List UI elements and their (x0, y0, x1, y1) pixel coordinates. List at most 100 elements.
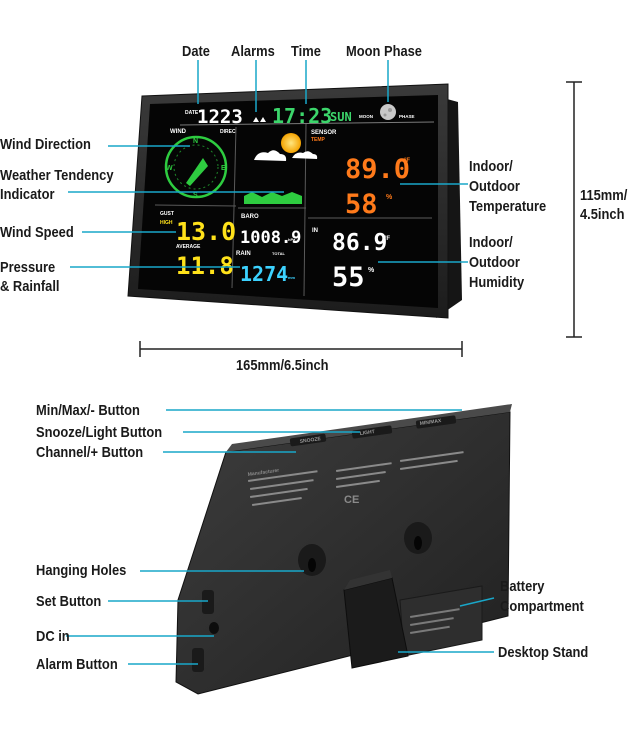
rear-text-line (399, 459, 458, 470)
indoor-temp-readout: 86.9 (332, 230, 387, 256)
gust-readout: 13.0 (176, 217, 236, 246)
battery-label-line (409, 608, 460, 618)
front-leader-lines (68, 60, 468, 268)
time-readout: 17:23 (272, 104, 332, 128)
label-set-button: Set Button (36, 593, 102, 610)
day-readout: SUN (330, 110, 352, 124)
moon-crater (383, 113, 387, 117)
indoor-temp-unit: °F (384, 236, 390, 242)
label-wind-direction: Wind Direction (0, 136, 91, 153)
battery-label-line (409, 625, 450, 634)
gust-tag: GUST (160, 211, 174, 217)
label-width: 165mm/6.5inch (236, 357, 329, 374)
label-temperature-line3: Temperature (469, 198, 547, 215)
min-max-button[interactable] (415, 415, 457, 429)
channel-button[interactable] (289, 433, 327, 447)
dc-in-port[interactable] (209, 622, 219, 634)
manufacturer-label: Manufacturer (247, 468, 279, 478)
hanging-hole-slot (308, 558, 316, 572)
high-tag: HIGH (160, 220, 173, 226)
label-snooze-light-button: Snooze/Light Button (36, 424, 163, 441)
outdoor-temp-readout: 89.0 (345, 154, 410, 185)
rear-text-line (336, 479, 380, 488)
back-device: SNOOZE LIGHT MIN/MAX Manufacturer CE (175, 404, 512, 695)
label-alarms: Alarms (231, 43, 275, 60)
label-pressure-line1: Pressure (0, 259, 56, 276)
rear-text-line (249, 479, 314, 490)
rain-readout: 1274 (240, 262, 288, 286)
label-weather-tendency-line2: Indicator (0, 186, 55, 203)
screen-divider (231, 126, 237, 289)
label-battery-line1: Battery (500, 578, 545, 595)
label-time: Time (291, 43, 321, 60)
baro-tag: BARO (241, 214, 259, 220)
label-moon-phase: Moon Phase (346, 43, 422, 60)
moon-crater (388, 108, 392, 112)
label-temperature-line1: Indoor/ (469, 158, 513, 175)
hpa-tag: hPa (288, 237, 296, 242)
desktop-stand-hinge (344, 570, 392, 590)
direction-tag: DIREC (220, 129, 236, 135)
screen-divider (154, 204, 237, 207)
phase-tag: PHASE (399, 114, 415, 119)
alarm-bell-icon (260, 117, 266, 122)
total-tag: TOTAL (272, 251, 286, 256)
label-wind-speed: Wind Speed (0, 224, 74, 241)
compass-n: N (193, 138, 198, 145)
compass-w: W (166, 165, 173, 172)
set-button[interactable] (202, 590, 214, 614)
label-channel-button: Channel/+ Button (36, 444, 144, 461)
temp-tag: TEMP (311, 137, 326, 143)
cloud-icon (254, 150, 287, 161)
rain-tag: RAIN (236, 251, 251, 257)
label-temperature-line2: Outdoor (469, 178, 520, 195)
alarm-bell-icon (253, 117, 259, 122)
label-battery-line2: Compartment (500, 598, 584, 615)
outdoor-humidity-unit: % (386, 194, 393, 201)
tendency-graph (244, 192, 302, 204)
dimension-lines (139, 81, 582, 357)
label-humidity-line1: Indoor/ (469, 234, 513, 251)
button-tag: MIN/MAX (419, 418, 442, 427)
label-height-line2: 4.5inch (580, 206, 625, 223)
date-readout: 1223 (197, 106, 243, 128)
wind-compass-ring (164, 135, 228, 199)
rear-text-line (336, 462, 392, 472)
label-hanging-holes: Hanging Holes (36, 562, 127, 579)
label-weather-tendency-line1: Weather Tendency (0, 167, 114, 184)
moon-tag: MOON (359, 114, 373, 119)
rear-text-line (400, 451, 464, 462)
compass-s: S (193, 192, 198, 199)
label-pressure-line2: & Rainfall (0, 278, 60, 295)
compass-e: E (221, 165, 226, 172)
alarm-button[interactable] (192, 648, 204, 672)
cloud-icon (292, 151, 318, 159)
rear-text-line (336, 471, 386, 480)
battery-label-line (410, 617, 454, 626)
button-tag: SNOOZE (299, 436, 321, 445)
indoor-tag: IN (312, 228, 318, 234)
leader-battery-compartment (459, 597, 495, 607)
label-alarm-button: Alarm Button (36, 656, 118, 673)
mm-tag: mm (288, 275, 296, 280)
wind-tag: WIND (170, 129, 187, 135)
hanging-hole-slot (414, 536, 422, 550)
rear-text-line (252, 497, 302, 506)
label-date: Date (182, 43, 210, 60)
label-height-line1: 115mm/ (580, 187, 628, 204)
indoor-humidity-unit: % (368, 267, 375, 274)
screen-divider (179, 121, 435, 126)
wind-arrow-icon (186, 158, 208, 186)
moon-phase-icon (380, 104, 396, 120)
sensor-tag: SENSOR (311, 130, 337, 136)
date-tag: DATE (185, 110, 199, 116)
label-min-max-button: Min/Max/- Button (36, 402, 140, 419)
rear-text-line (247, 470, 318, 482)
average-readout: 11.8 (176, 252, 234, 280)
rear-label-text: Manufacturer (247, 451, 464, 506)
average-tag: AVERAGE (176, 244, 201, 250)
label-humidity-line2: Outdoor (469, 254, 520, 271)
wind-compass-inner (173, 144, 219, 190)
snooze-light-button[interactable] (351, 425, 393, 439)
